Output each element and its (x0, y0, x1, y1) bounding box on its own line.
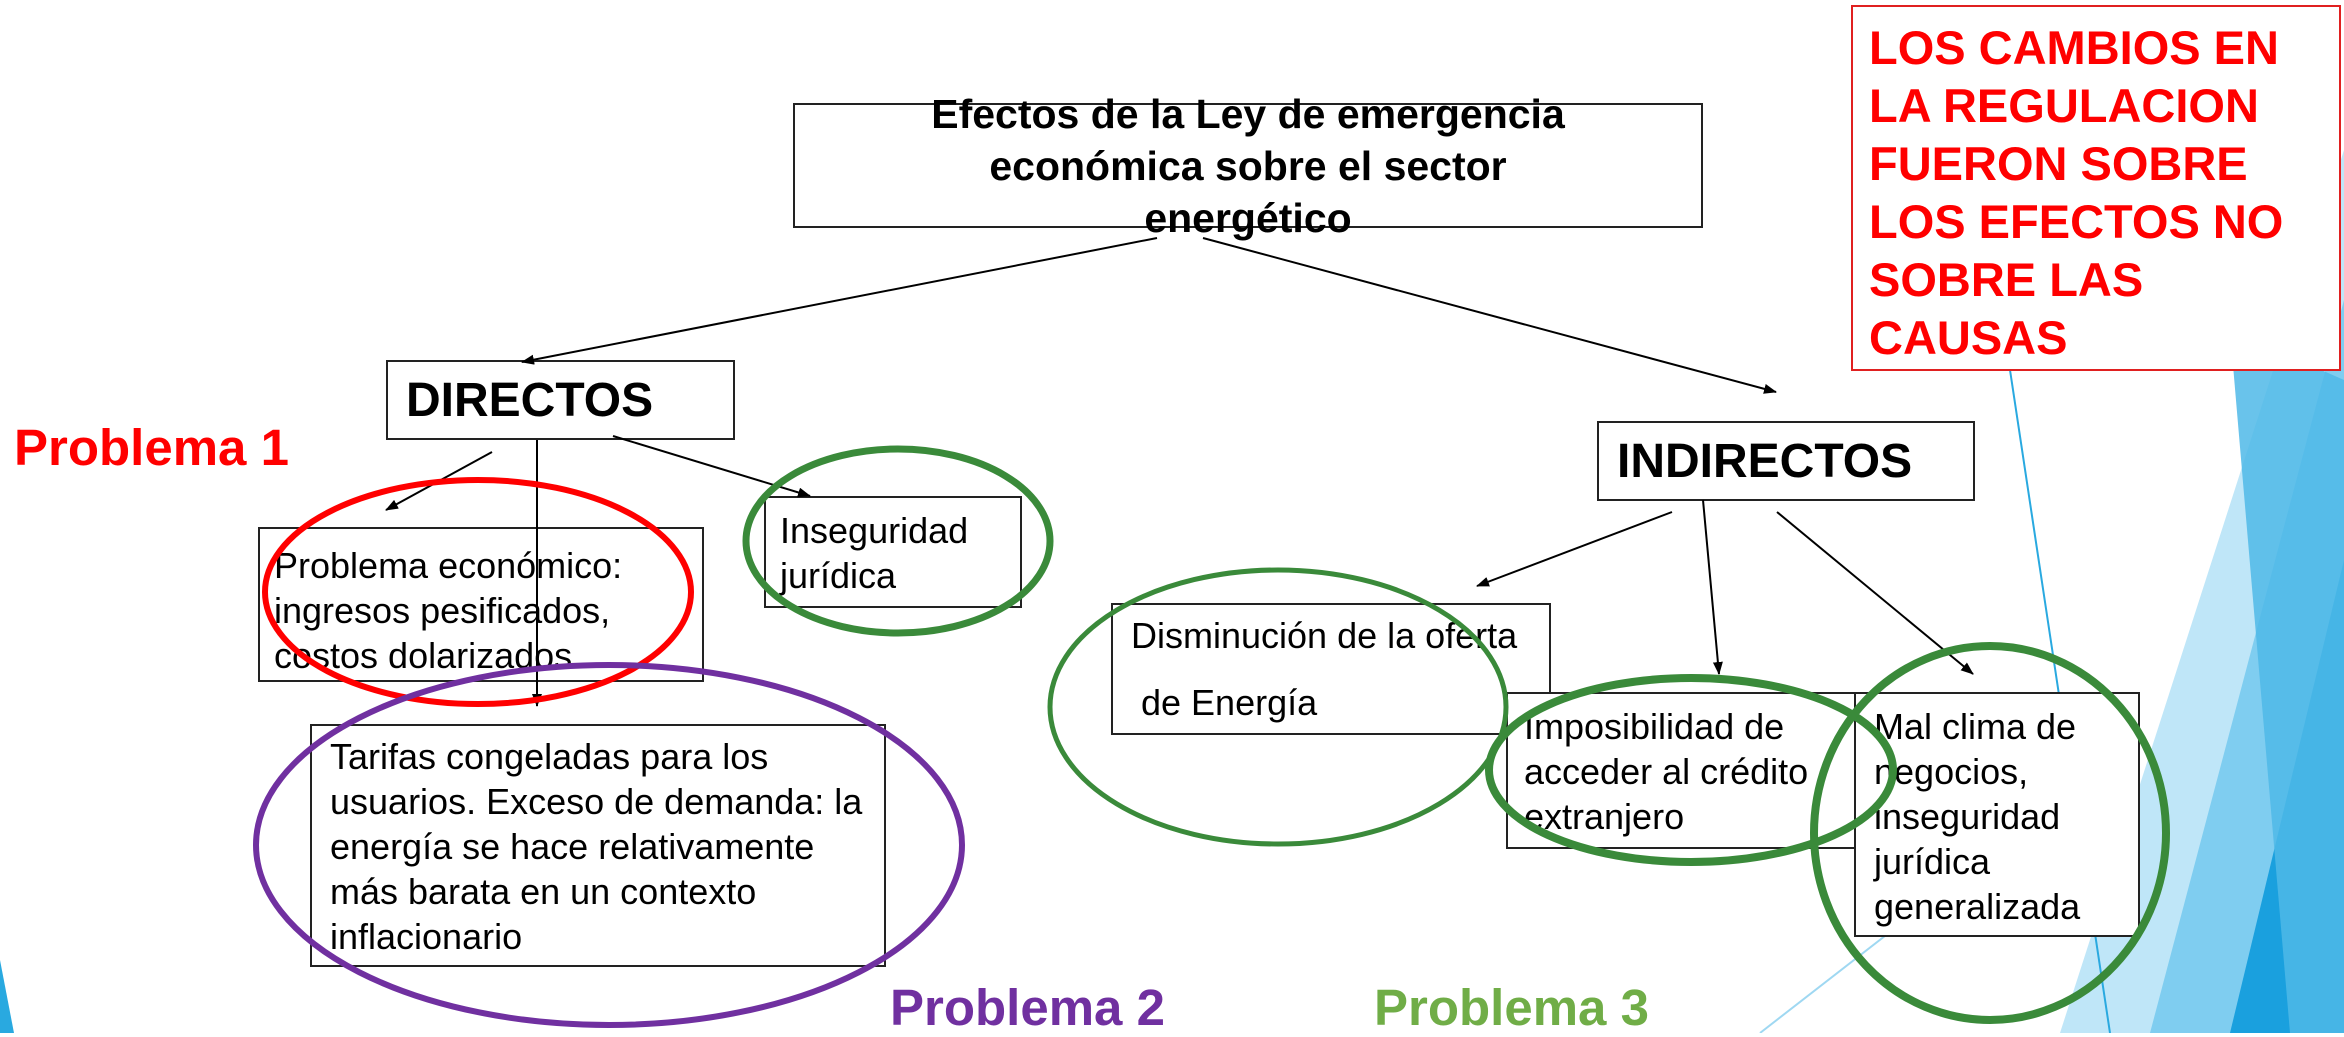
conclusion-note: LOS CAMBIOS EN LA REGULACION FUERON SOBR… (1851, 5, 2341, 371)
effect-box-credito-extranjero: Imposibilidad de acceder al crédito extr… (1506, 692, 1859, 849)
diagram-title: Efectos de la Ley de emergencia económic… (931, 90, 1565, 241)
problem-3-label: Problema 3 (1374, 979, 1649, 1036)
effect-text: Inseguridad jurídica (780, 510, 969, 596)
effect-text-line2: de Energía (1141, 682, 1318, 723)
effect-box-mal-clima: Mal clima de negocios, inseguridad juríd… (1854, 692, 2140, 937)
effect-text: Tarifas congeladas para los usuarios. Ex… (330, 736, 863, 957)
problem-2-label: Problema 2 (890, 979, 1165, 1036)
effect-box-inseguridad-juridica: Inseguridad jurídica (764, 496, 1022, 608)
effect-box-problema-economico: Problema económico: ingresos pesificados… (258, 527, 704, 682)
effect-text-line1: Disminución de la oferta (1131, 615, 1518, 656)
deco-shape-band (2230, 330, 2344, 1033)
effect-text: Imposibilidad de acceder al crédito extr… (1524, 706, 1809, 837)
effect-box-tarifas-congeladas: Tarifas congeladas para los usuarios. Ex… (310, 724, 886, 967)
deco-shape-left (0, 960, 14, 1033)
effect-text: Mal clima de negocios, inseguridad juríd… (1874, 706, 2081, 927)
problem-1-label: Problema 1 (14, 419, 289, 476)
effect-text: Problema económico: ingresos pesificados… (274, 545, 623, 676)
directos-label: DIRECTOS (406, 373, 654, 427)
title-box: Efectos de la Ley de emergencia económic… (793, 91, 1703, 241)
directos-box: DIRECTOS (386, 360, 735, 440)
effect-box-disminucion-oferta: Disminución de la oferta de Energía (1111, 603, 1551, 735)
indirectos-box: INDIRECTOS (1597, 421, 1975, 501)
indirectos-label: INDIRECTOS (1617, 434, 1913, 488)
